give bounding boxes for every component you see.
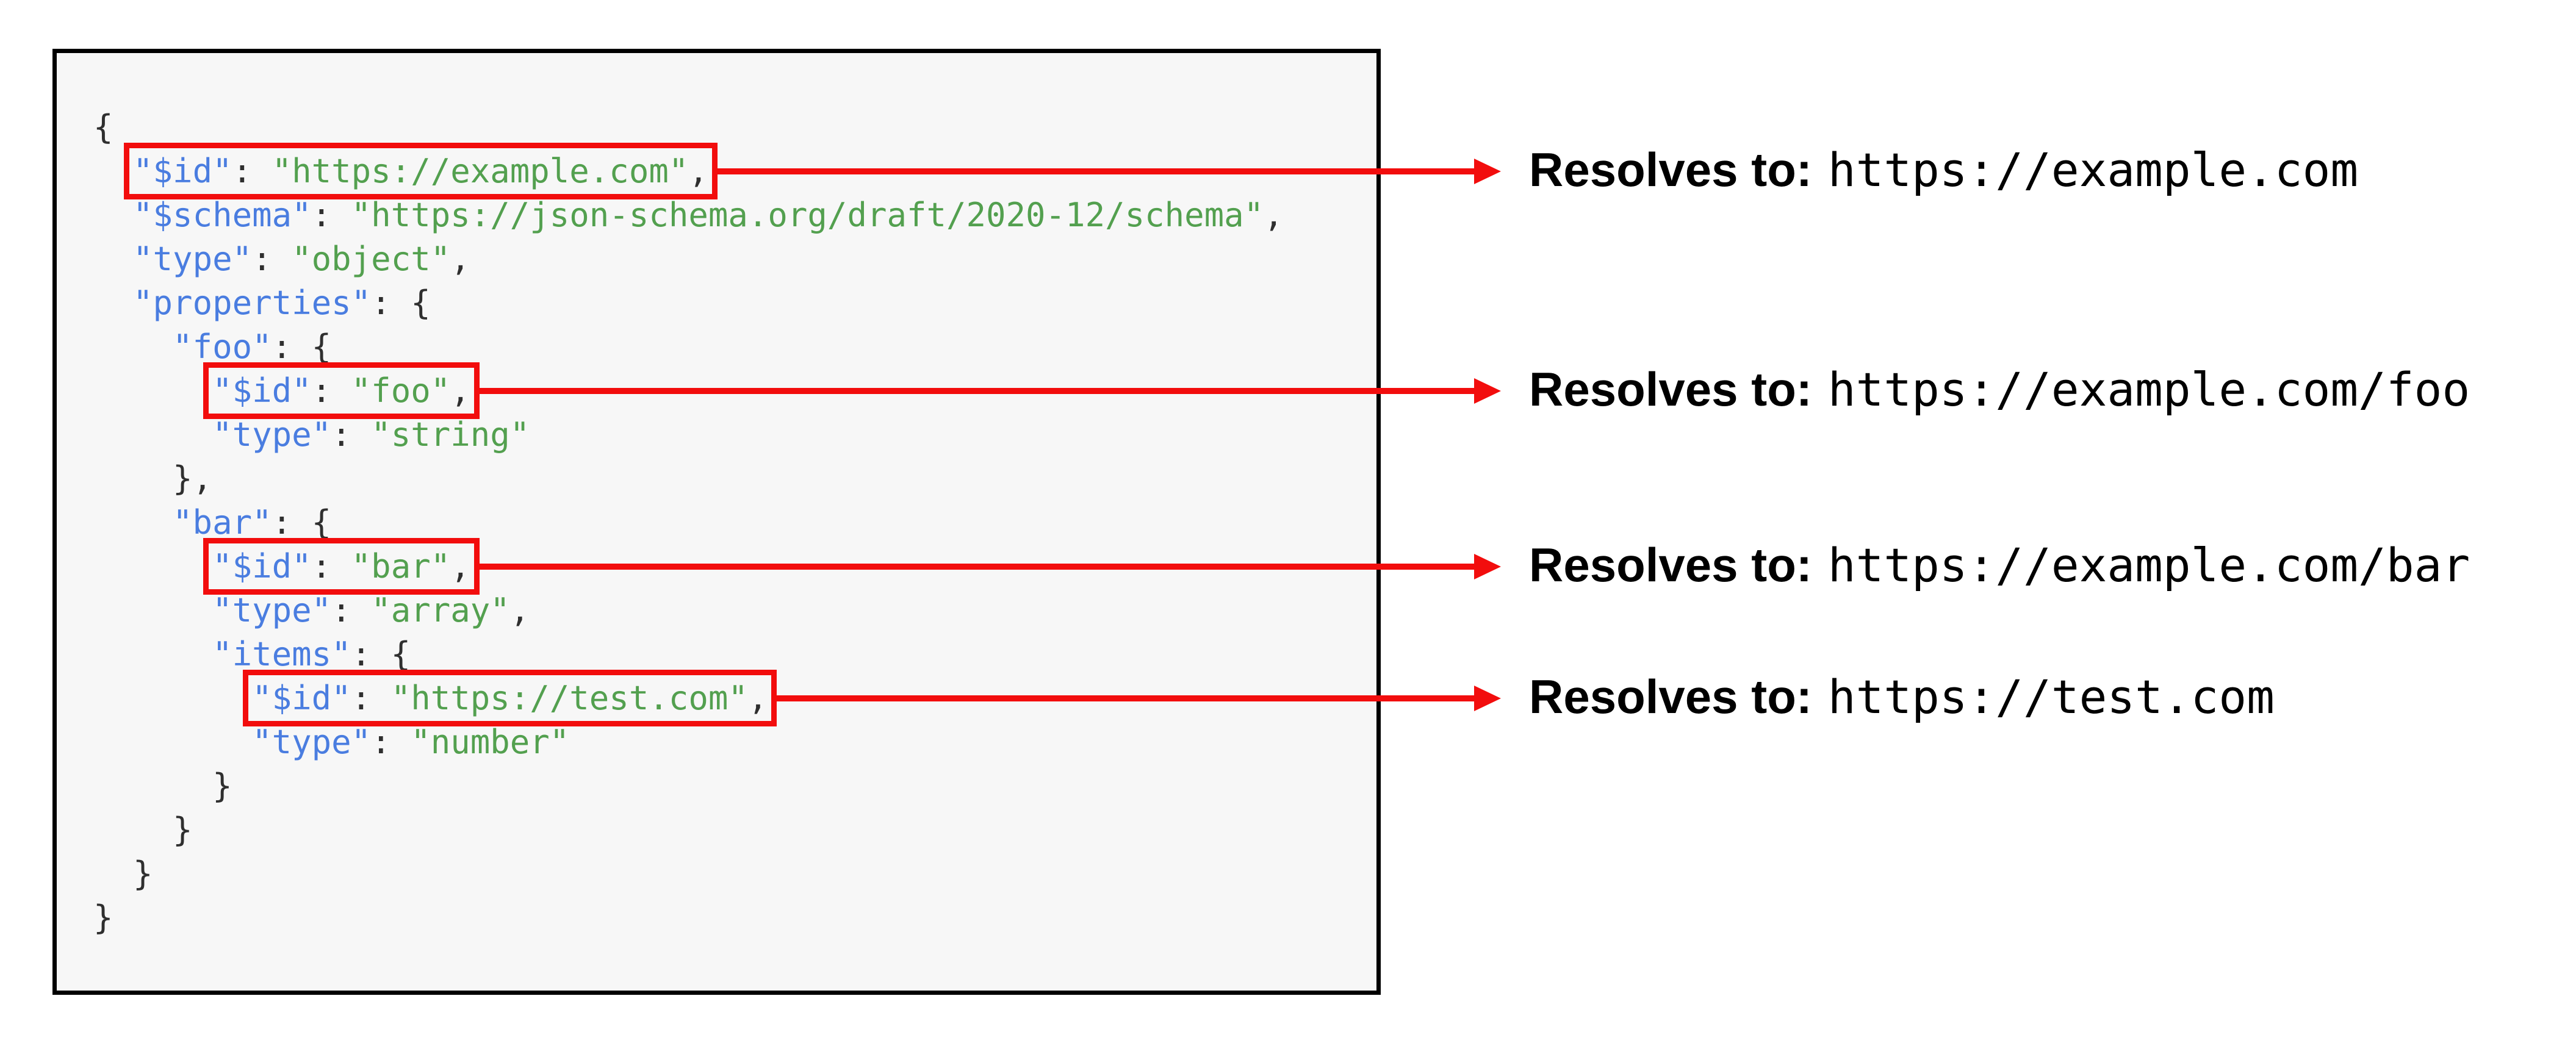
code-line: } [93, 764, 1376, 808]
code-line: "$schema": "https://json-schema.org/draf… [93, 193, 1376, 237]
json-punctuation: , [509, 591, 530, 629]
json-punctuation: , [450, 547, 470, 586]
json-key: "type" [212, 415, 332, 454]
id-highlight-box: "$id": "bar", [203, 538, 480, 595]
json-key: "type" [133, 240, 253, 278]
json-string: "number" [411, 723, 570, 761]
json-punctuation: }, [173, 459, 213, 498]
arrow-head-icon [1474, 554, 1501, 579]
resolve-label: Resolves to: [1529, 670, 1812, 723]
arrow-line [478, 564, 1477, 570]
resolve-value: https://test.com [1827, 670, 2275, 724]
id-highlight-box: "$id": "foo", [203, 362, 480, 419]
json-punctuation: } [173, 811, 193, 849]
id-highlight-box: "$id": "https://example.com", [124, 143, 718, 199]
code-line: "$id": "https://example.com", [93, 143, 1376, 199]
json-key: "$schema" [133, 196, 312, 234]
json-key: "$id" [133, 152, 232, 190]
code-line: }, [93, 457, 1376, 501]
json-string: "string" [371, 415, 530, 454]
json-key: "items" [212, 635, 351, 673]
json-punctuation: } [93, 898, 113, 937]
json-punctuation: : [371, 723, 411, 761]
json-punctuation: , [747, 679, 768, 717]
code-line: "type": "string" [93, 413, 1376, 457]
code-line: "$id": "https://test.com", [93, 670, 1376, 726]
arrow-line [715, 168, 1477, 174]
json-punctuation: , [688, 152, 708, 190]
code-line: "type": "number" [93, 720, 1376, 764]
code-line: "items": { [93, 633, 1376, 676]
json-key: "properties" [133, 284, 372, 322]
json-punctuation: : { [371, 284, 431, 322]
json-punctuation: : [311, 196, 351, 234]
resolve-annotation: Resolves to:https://test.com [1529, 673, 2275, 720]
json-string: "foo" [351, 371, 451, 410]
resolve-value: https://example.com/foo [1827, 362, 2470, 417]
code-line: { [93, 106, 1376, 149]
json-punctuation: } [133, 855, 153, 893]
json-punctuation: : [311, 547, 351, 586]
resolve-annotation: Resolves to:https://example.com [1529, 146, 2358, 193]
resolve-annotation: Resolves to: https://example.com/bar [1529, 541, 2470, 589]
code-line: "$id": "foo", [93, 362, 1376, 419]
resolve-label: Resolves to: [1529, 362, 1812, 416]
code-line: "$id": "bar", [93, 538, 1376, 595]
arrow-head-icon [1474, 686, 1501, 711]
json-string: "https://example.com" [272, 152, 689, 190]
code-line: } [93, 896, 1376, 940]
arrow-line [478, 388, 1477, 394]
json-key: "type" [212, 591, 332, 629]
json-punctuation: : { [351, 635, 411, 673]
id-highlight-box: "$id": "https://test.com", [243, 670, 777, 726]
json-key: "$id" [212, 371, 312, 410]
resolve-label: Resolves to: [1529, 538, 1812, 592]
json-punctuation: : [252, 240, 292, 278]
resolve-label: Resolves to: [1529, 143, 1812, 196]
json-string: "object" [292, 240, 451, 278]
json-string: "https://test.com" [390, 679, 748, 717]
json-punctuation: , [450, 240, 470, 278]
code-line: "type": "array", [93, 589, 1376, 633]
json-punctuation: : [351, 679, 391, 717]
json-key: "bar" [173, 503, 272, 542]
json-punctuation: : { [272, 328, 332, 366]
json-punctuation: : [311, 371, 351, 410]
arrow-head-icon [1474, 378, 1501, 404]
json-punctuation: : { [272, 503, 332, 542]
json-string: "bar" [351, 547, 451, 586]
json-punctuation: : [331, 415, 372, 454]
json-key: "type" [252, 723, 372, 761]
json-punctuation: : [331, 591, 372, 629]
code-line: } [93, 852, 1376, 896]
code-line: "bar": { [93, 501, 1376, 545]
resolve-value: https://example.com/bar [1827, 538, 2470, 592]
json-string: "array" [371, 591, 510, 629]
json-key: "foo" [173, 328, 272, 366]
code-panel: { "$id": "https://example.com", "$schema… [52, 49, 1381, 995]
json-key: "$id" [252, 679, 351, 717]
json-punctuation: , [1264, 196, 1284, 234]
code-line: } [93, 808, 1376, 852]
resolve-annotation: Resolves to:https://example.com/foo [1529, 365, 2470, 413]
code-line: "type": "object", [93, 237, 1376, 281]
code-line: "properties": { [93, 281, 1376, 325]
json-schema-code: { "$id": "https://example.com", "$schema… [57, 53, 1376, 940]
json-punctuation: : [232, 152, 272, 190]
arrow-head-icon [1474, 159, 1501, 184]
json-punctuation: } [212, 767, 232, 805]
json-punctuation: , [450, 371, 470, 410]
resolve-value: https://example.com [1827, 143, 2359, 197]
json-key: "$id" [212, 547, 312, 586]
json-string: "https://json-schema.org/draft/2020-12/s… [351, 196, 1264, 234]
code-line: "foo": { [93, 325, 1376, 369]
json-punctuation: { [93, 108, 113, 146]
arrow-line [774, 695, 1477, 701]
